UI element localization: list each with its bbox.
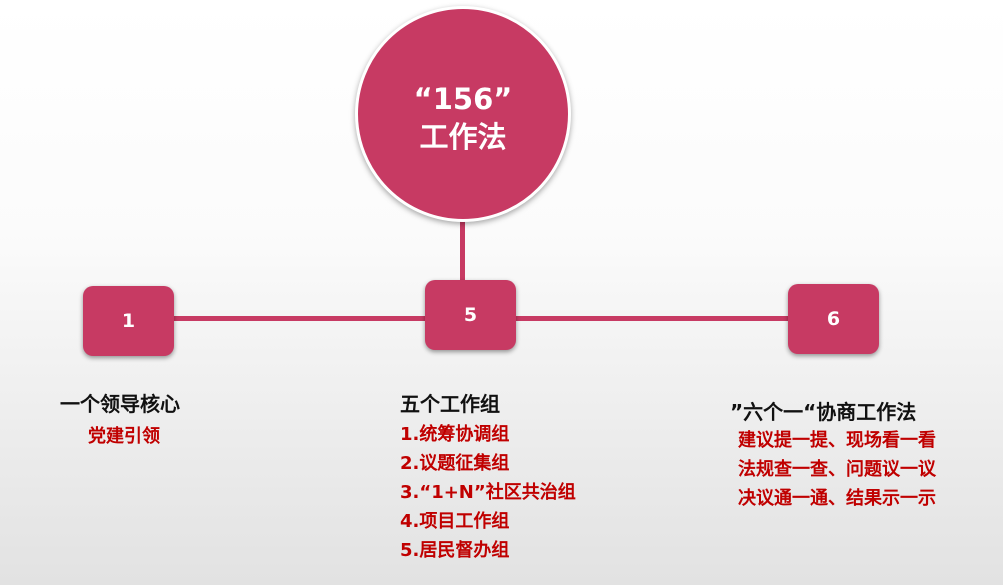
leadership-core-heading: 一个领导核心: [60, 392, 180, 416]
list-item: 4.项目工作组: [400, 511, 510, 532]
working-groups-heading: 五个工作组: [400, 392, 500, 416]
center-subtitle: 工作法: [419, 120, 507, 154]
list-item: 2.议题征集组: [400, 453, 510, 474]
working-groups-list: 1.统筹协调组 2.议题征集组 3.“1+N”社区共治组 4.项目工作组 5.居…: [400, 422, 576, 567]
node-box-1: 1: [83, 286, 174, 356]
node-number-6: 6: [826, 308, 841, 330]
node-number-5: 5: [463, 304, 478, 326]
list-item: 3.“1+N”社区共治组: [400, 482, 576, 503]
list-item: 法规查一查、问题议一议: [738, 459, 936, 480]
list-item: 建议提一提、现场看一看: [738, 430, 936, 451]
center-circle: “156” 工作法: [355, 6, 571, 222]
consultation-method-heading: ”六个一“协商工作法: [730, 400, 917, 424]
vertical-connector: [460, 215, 465, 300]
node-number-1: 1: [121, 310, 136, 332]
list-item: 1.统筹协调组: [400, 424, 510, 445]
node-box-5: 5: [425, 280, 516, 350]
consultation-method-list: 建议提一提、现场看一看 法规查一查、问题议一议 决议通一通、结果示一示: [738, 428, 936, 515]
node-box-6: 6: [788, 284, 879, 354]
list-item: 决议通一通、结果示一示: [738, 488, 936, 509]
center-title: “156”: [413, 82, 513, 116]
leadership-core-item: 党建引领: [88, 426, 160, 447]
list-item: 5.居民督办组: [400, 540, 510, 561]
